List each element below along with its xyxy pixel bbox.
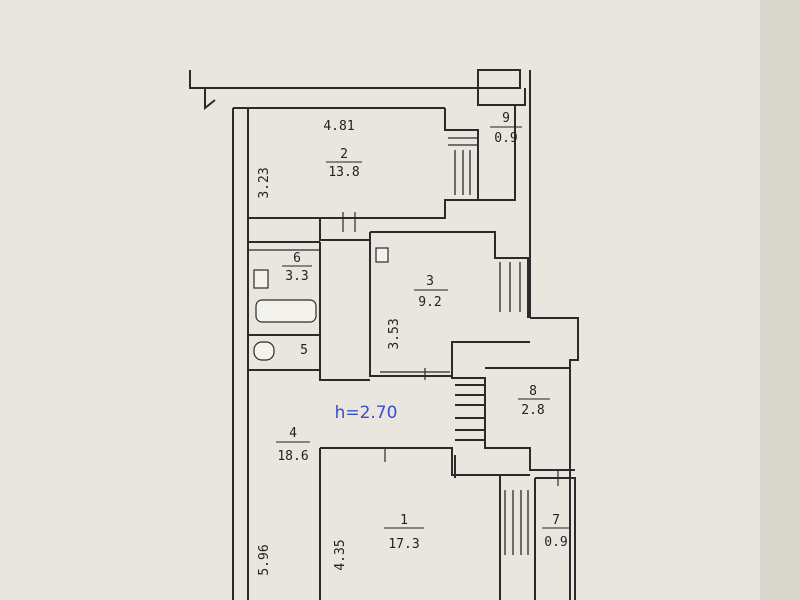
dimension-room2-width: 4.81	[323, 119, 354, 134]
room-label-3: 3 9.2	[414, 274, 448, 310]
room-number: 4	[289, 426, 297, 441]
kitchen-sink-icon	[375, 247, 389, 263]
room-area: 9.2	[418, 295, 441, 310]
room-number: 7	[552, 513, 560, 528]
room-label-1: 1 17.3	[384, 513, 424, 552]
dimension-room4-length: 5.96	[257, 544, 272, 575]
room-area: 0.9	[544, 535, 567, 550]
room-label-6: 6 3.3	[282, 251, 312, 284]
room-number: 1	[400, 513, 408, 528]
room-number: 8	[529, 384, 537, 399]
room-number: 6	[293, 251, 301, 266]
room-number: 5	[300, 343, 308, 358]
bathtub-icon	[255, 299, 317, 323]
outer-walls	[189, 69, 531, 600]
dimension-room3-depth: 3.53	[387, 318, 402, 349]
room-2-walls	[248, 105, 516, 241]
room-label-2: 2 13.8	[326, 147, 362, 180]
room-number: 3	[426, 274, 434, 289]
door-marks	[342, 212, 426, 462]
room-area: 3.3	[285, 269, 308, 284]
sink-icon	[253, 269, 269, 289]
room-label-9: 9 0.9	[490, 111, 522, 146]
room-label-5: 5	[300, 343, 308, 358]
room-area: 17.3	[388, 537, 419, 552]
dimension-room1-depth: 4.35	[333, 539, 348, 570]
toilet-icon	[253, 341, 275, 361]
room-area: 0.9	[494, 131, 517, 146]
room-label-7: 7 0.9	[542, 513, 570, 550]
corridor-walls	[319, 317, 579, 600]
room-area: 18.6	[277, 449, 308, 464]
room-area: 2.8	[521, 403, 544, 418]
room-area: 13.8	[328, 165, 359, 180]
room-label-8: 8 2.8	[518, 384, 550, 418]
room-3-walls	[369, 231, 530, 377]
paper-shadow	[760, 0, 800, 600]
room-number: 2	[340, 147, 348, 162]
ceiling-height-label: h=2.70	[335, 403, 398, 423]
bathroom-walls	[248, 241, 389, 381]
dimension-room2-depth: 3.23	[257, 167, 272, 198]
room-label-4: 4 18.6	[276, 426, 310, 464]
room-number: 9	[502, 111, 510, 126]
